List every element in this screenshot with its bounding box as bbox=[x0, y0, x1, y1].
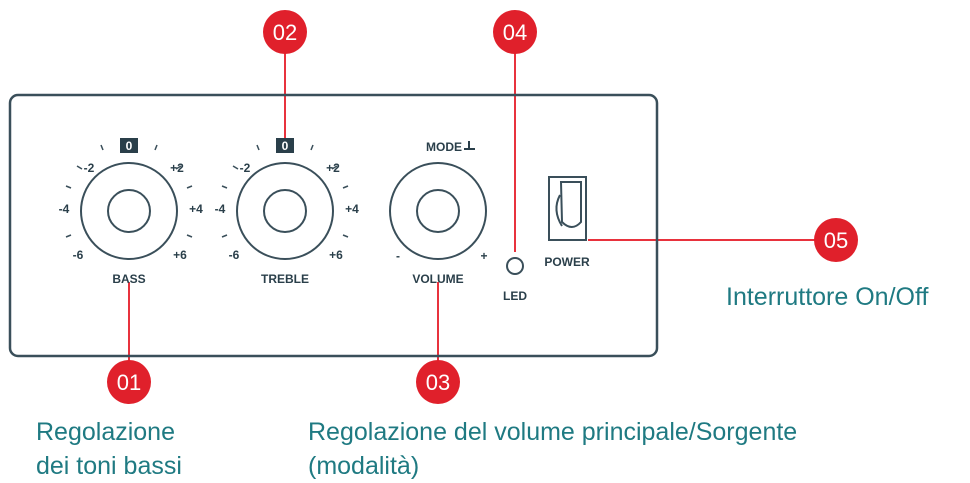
treble-scale-ticks bbox=[221, 144, 349, 238]
treble-outer-ring bbox=[236, 162, 334, 260]
caption-01-line1: Regolazione bbox=[36, 418, 175, 446]
badge-03: 03 bbox=[416, 360, 460, 404]
badge-03-circle bbox=[416, 360, 460, 404]
bass-label: BASS bbox=[112, 272, 145, 286]
treble-knob: 0 -2 +2 -4 +4 -6 +6 TREBLE bbox=[215, 138, 359, 286]
bass-tick-plus6: +6 bbox=[173, 248, 187, 262]
bass-tick-plus4: +4 bbox=[189, 202, 203, 216]
bass-tick-minus2: -2 bbox=[84, 161, 95, 175]
mode-push-icon bbox=[464, 141, 475, 150]
badge-01-text: 01 bbox=[117, 370, 141, 395]
volume-label: VOLUME bbox=[412, 272, 463, 286]
treble-zero-label: 0 bbox=[282, 139, 289, 153]
badge-01: 01 bbox=[107, 360, 151, 404]
bass-outer-ring bbox=[80, 162, 178, 260]
leader-lines bbox=[128, 52, 815, 370]
badge-05: 05 bbox=[814, 218, 858, 262]
treble-tick-plus6: +6 bbox=[329, 248, 343, 262]
bass-inner-cap bbox=[107, 189, 151, 233]
badge-03-text: 03 bbox=[426, 370, 450, 395]
badge-05-text: 05 bbox=[824, 228, 848, 253]
volume-knob: MODE - + VOLUME bbox=[389, 140, 488, 286]
volume-inner-cap bbox=[416, 189, 460, 233]
caption-03: Regolazione del volume principale/Sorgen… bbox=[308, 415, 797, 483]
bass-zero-box bbox=[120, 138, 138, 153]
caption-03-line2: (modalità) bbox=[308, 452, 420, 480]
badge-02-text: 02 bbox=[273, 20, 297, 45]
badge-02: 02 bbox=[263, 10, 307, 54]
treble-label: TREBLE bbox=[261, 272, 309, 286]
power-switch: POWER bbox=[544, 176, 590, 269]
bass-zero-label: 0 bbox=[126, 139, 133, 153]
treble-zero-box bbox=[276, 138, 294, 153]
bass-tick-plus2: +2 bbox=[170, 161, 184, 175]
bass-scale-ticks bbox=[65, 144, 193, 238]
caption-03-line1: Regolazione del volume principale/Sorgen… bbox=[308, 418, 798, 446]
led-indicator: LED bbox=[503, 257, 527, 303]
badge-02-circle bbox=[263, 10, 307, 54]
badge-04-text: 04 bbox=[503, 20, 527, 45]
led-label: LED bbox=[503, 289, 527, 303]
front-panel bbox=[8, 93, 659, 358]
badge-01-circle bbox=[107, 360, 151, 404]
bass-tick-minus4: -4 bbox=[59, 202, 70, 216]
badge-04: 04 bbox=[493, 10, 537, 54]
caption-01: Regolazione dei toni bassi bbox=[36, 415, 182, 483]
power-switch-housing bbox=[548, 176, 587, 241]
volume-plus-label: + bbox=[480, 249, 487, 263]
power-label: POWER bbox=[544, 255, 590, 269]
treble-tick-plus4: +4 bbox=[345, 202, 359, 216]
power-rocker bbox=[559, 181, 582, 228]
caption-05-text: Interruttore On/Off bbox=[726, 283, 929, 311]
treble-inner-cap bbox=[263, 189, 307, 233]
badge-05-circle bbox=[814, 218, 858, 262]
mode-label: MODE bbox=[426, 140, 462, 154]
led-light bbox=[506, 257, 524, 275]
treble-tick-minus2: -2 bbox=[240, 161, 251, 175]
volume-outer-ring bbox=[389, 162, 487, 260]
treble-tick-minus4: -4 bbox=[215, 202, 226, 216]
treble-tick-minus6: -6 bbox=[229, 248, 240, 262]
caption-05: Interruttore On/Off bbox=[726, 280, 928, 314]
bass-knob: 0 -2 +2 -4 +4 -6 +6 BASS bbox=[59, 138, 203, 286]
volume-minus-label: - bbox=[396, 249, 400, 263]
caption-01-line2: dei toni bassi bbox=[36, 452, 182, 480]
treble-tick-plus2: +2 bbox=[326, 161, 340, 175]
badge-04-circle bbox=[493, 10, 537, 54]
power-rocker-edge bbox=[555, 194, 563, 227]
bass-tick-minus6: -6 bbox=[73, 248, 84, 262]
